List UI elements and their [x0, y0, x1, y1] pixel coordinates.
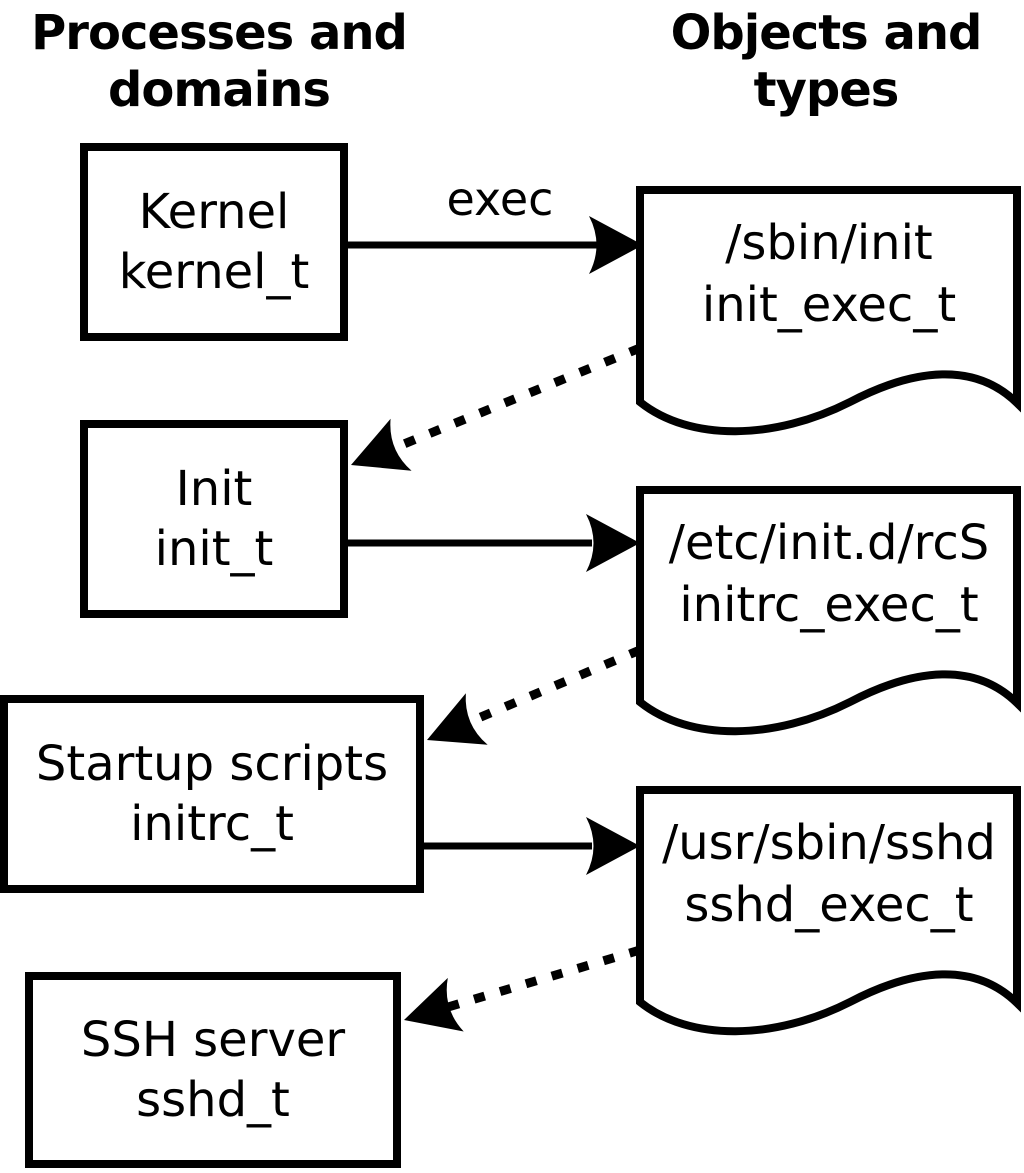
object-doc-sshd-exec: /usr/sbin/sshd sshd_exec_t: [640, 812, 1018, 936]
process-label: Init: [175, 461, 253, 517]
document-shape-sshd-exec: [636, 786, 1021, 1036]
process-label: SSH server: [80, 1012, 346, 1068]
process-label: Startup scripts: [35, 736, 389, 792]
process-label: Kernel: [138, 184, 290, 240]
process-domain: initrc_t: [130, 796, 294, 852]
process-box-kernel: Kernel kernel_t: [80, 143, 348, 341]
solid-arrow-init-to-initrc-exec: [347, 514, 640, 572]
solid-arrow-initrc-to-sshd-exec: [423, 817, 640, 875]
process-domain: sshd_t: [136, 1072, 290, 1128]
process-box-ssh-server: SSH server sshd_t: [25, 972, 401, 1168]
column-header-processes: Processes and domains: [31, 5, 408, 118]
document-shape-initrc-exec: [636, 486, 1021, 736]
object-type: sshd_exec_t: [684, 877, 974, 933]
object-doc-init-exec: /sbin/init init_exec_t: [640, 212, 1018, 336]
dotted-arrow-initrc-exec-to-initrc: [427, 645, 642, 745]
object-type: init_exec_t: [701, 277, 957, 333]
process-box-init: Init init_t: [80, 420, 348, 618]
object-type: initrc_exec_t: [679, 577, 979, 633]
object-path: /usr/sbin/sshd: [662, 815, 996, 871]
process-domain: kernel_t: [118, 244, 310, 300]
process-domain: init_t: [154, 521, 274, 577]
column-header-objects: Objects and types: [670, 5, 983, 118]
dotted-arrow-init-exec-to-init: [351, 343, 642, 471]
solid-arrow-kernel-to-init-exec: [347, 216, 643, 274]
object-path: /etc/init.d/rcS: [668, 515, 990, 571]
object-doc-initrc-exec: /etc/init.d/rcS initrc_exec_t: [640, 512, 1018, 636]
document-shape-init-exec: [636, 186, 1021, 436]
process-box-startup-scripts: Startup scripts initrc_t: [0, 695, 424, 893]
dotted-arrow-sshd-exec-to-sshd: [404, 945, 642, 1032]
object-path: /sbin/init: [725, 215, 933, 271]
exec-arrow-label: exec: [446, 172, 554, 226]
